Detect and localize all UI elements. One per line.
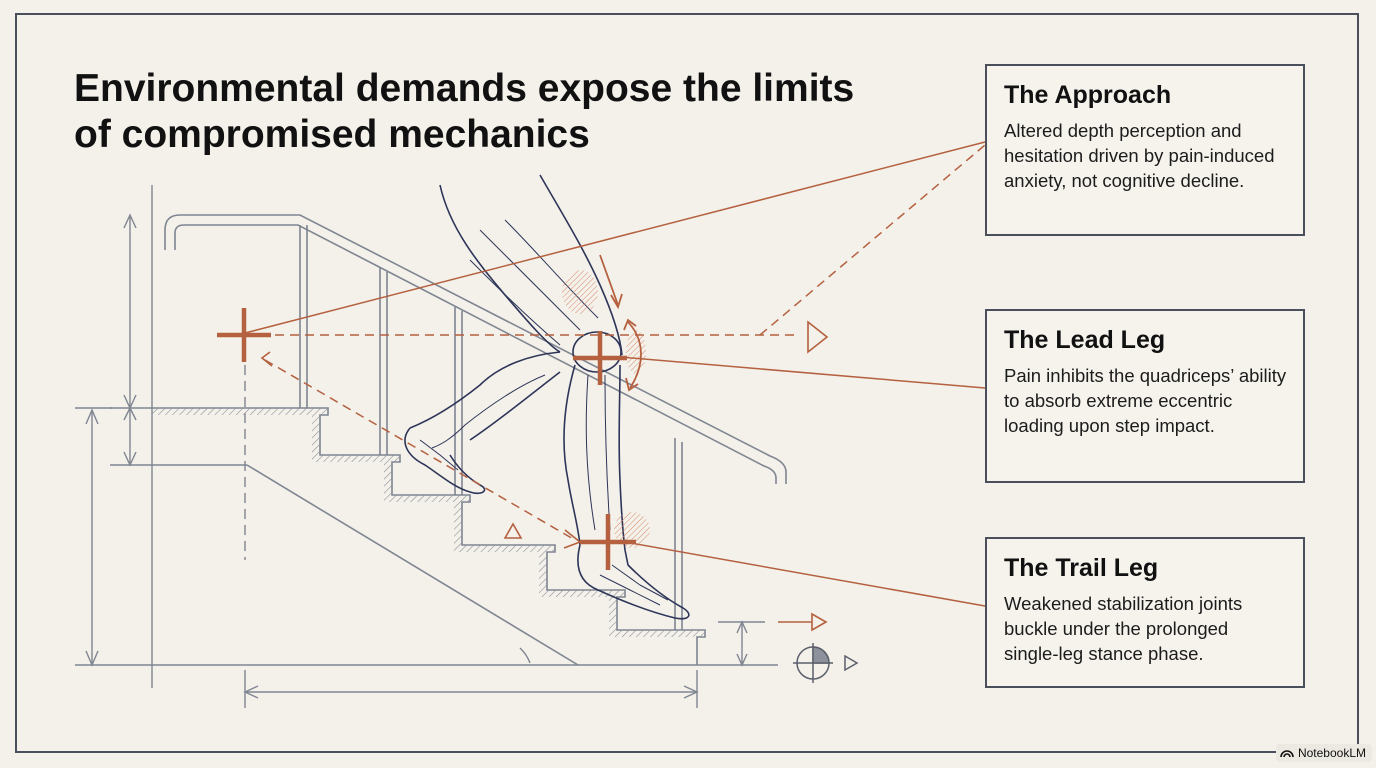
callout-lead-leg: The Lead Leg Pain inhibits the quadricep…	[985, 309, 1305, 483]
callout-approach: The Approach Altered depth perception an…	[985, 64, 1305, 236]
leader-lines	[244, 141, 986, 607]
page-title: Environmental demands expose the limits …	[74, 67, 855, 156]
motion-arrows	[599, 254, 642, 392]
stair-hatching	[152, 408, 705, 637]
callout-title: The Lead Leg	[1004, 326, 1166, 354]
callout-body: Weakened stabilization joints buckle und…	[1004, 593, 1243, 664]
arrowheads	[260, 320, 829, 632]
callout-title: The Trail Leg	[1004, 554, 1159, 582]
registration-target-icon	[793, 643, 859, 683]
badge-label: NotebookLM	[1297, 746, 1366, 760]
callout-body: Pain inhibits the quadriceps’ ability to…	[1004, 365, 1287, 436]
handrail	[164, 214, 787, 630]
diagram-frame	[15, 13, 1359, 753]
sight-lines	[245, 144, 986, 541]
callout-trail-leg: The Trail Leg Weakened stabilization joi…	[985, 537, 1305, 688]
dimension-lines	[75, 185, 778, 708]
callout-body: Altered depth perception and hesitation …	[1004, 120, 1275, 191]
notebooklm-logo-icon	[1280, 750, 1294, 758]
notebooklm-badge: NotebookLM	[1275, 744, 1372, 762]
target-markers	[217, 308, 636, 570]
pain-highlight-zones	[562, 270, 650, 548]
callout-title: The Approach	[1004, 81, 1172, 109]
